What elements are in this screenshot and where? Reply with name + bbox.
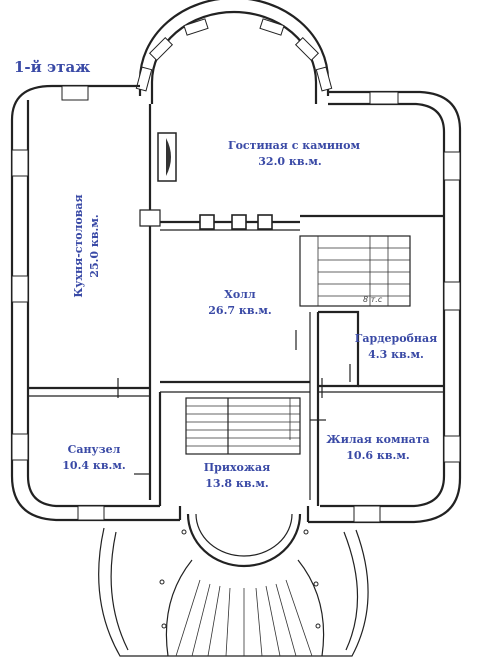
top-bay-walls bbox=[138, 0, 330, 104]
stair-note: 8 т.с bbox=[363, 295, 383, 304]
room-area-bedroom: 10.6 кв.м. bbox=[346, 449, 409, 462]
room-area-bathroom: 10.4 кв.м. bbox=[62, 459, 125, 472]
entrance-porch bbox=[98, 506, 369, 657]
room-name-wardrobe: Гардеробная bbox=[355, 332, 437, 345]
top-bay-windows bbox=[135, 18, 333, 92]
columns bbox=[157, 132, 273, 230]
room-name-bedroom: Жилая комната bbox=[326, 433, 429, 446]
room-area-living: 32.0 кв.м. bbox=[258, 155, 321, 168]
staircase-upper: 8 т.с bbox=[299, 235, 411, 307]
room-name-kitchen: Кухня-столовая bbox=[72, 194, 85, 297]
room-name-entrance: Прихожая bbox=[204, 461, 271, 474]
floor-title: 1-й этаж bbox=[14, 58, 90, 76]
room-name-living: Гостиная с камином bbox=[228, 139, 360, 152]
side-windows bbox=[11, 85, 461, 523]
room-area-kitchen: 25.0 кв.м. bbox=[88, 214, 101, 277]
room-area-wardrobe: 4.3 кв.м. bbox=[368, 348, 424, 361]
room-area-hall: 26.7 кв.м. bbox=[208, 304, 271, 317]
interior-walls bbox=[28, 104, 444, 506]
room-name-hall: Холл bbox=[224, 288, 256, 301]
room-area-entrance: 13.8 кв.м. bbox=[205, 477, 268, 490]
staircase-lower bbox=[185, 397, 301, 455]
room-name-bathroom: Санузел bbox=[68, 443, 121, 456]
door-marks bbox=[110, 330, 351, 475]
